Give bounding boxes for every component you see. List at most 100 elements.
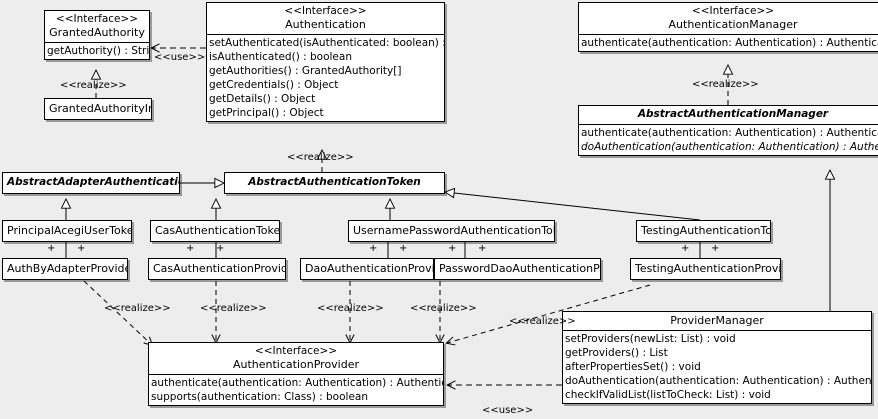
class-name: CasAuthenticationToken [155,224,280,237]
multiplicity-marker: + [448,243,457,254]
edge-label-realize-grantedauthorityimpl: <<realize>> [60,80,127,91]
class-member: authenticate(authentication: Authenticat… [151,377,444,389]
class-member: getDetails() : Object [209,93,316,105]
class-header: TestingAuthenticationProvider [631,259,780,279]
edge-label-realize-testingauthenticationprovider: <<realize>> [509,316,576,327]
class-testing-authentication-provider[interactable]: TestingAuthenticationProvider [630,258,781,280]
multiplicity-marker: + [216,243,225,254]
class-name: AbstractAuthenticationToken [248,176,421,188]
multiplicity-marker: + [478,243,487,254]
edge-label-realize-abstractauthenticationmanager: <<realize>> [692,79,759,90]
class-member: afterPropertiesSet() : void [565,361,701,373]
class-principal-acegi-user-token[interactable]: PrincipalAcegiUserToken [2,220,132,242]
class-authentication-manager[interactable]: <<Interface>> AuthenticationManager auth… [578,2,878,52]
class-name: CasAuthenticationProvider [153,262,286,275]
class-password-dao-authentication-provider[interactable]: PasswordDaoAuthenticationProvider [434,258,601,280]
class-header: AuthByAdapterProvider [3,259,127,279]
class-authentication-provider[interactable]: <<Interface>> AuthenticationProvider aut… [148,342,444,406]
class-member: getAuthority() : String [47,45,150,57]
class-testing-authentication-token[interactable]: TestingAuthenticationToken [636,220,771,242]
class-header: ProviderManager [563,312,871,330]
class-header: CasAuthenticationProvider [149,259,285,279]
edge-label-use-providermanager: <<use>> [482,405,534,416]
class-abstract-authentication-token[interactable]: AbstractAuthenticationToken [224,172,445,194]
class-member: authenticate(authentication: Authenticat… [581,127,878,139]
class-provider-manager[interactable]: ProviderManager setProviders(newList: Li… [562,311,872,404]
class-granted-authority[interactable]: <<Interface>> GrantedAuthority getAuthor… [44,10,150,60]
class-name: PrincipalAcegiUserToken [7,224,132,237]
edge-label-use-grantedauthority: <<use>> [154,52,206,63]
class-username-password-authentication-token[interactable]: UsernamePasswordAuthenticationToken [348,220,555,242]
class-header: <<Interface>> GrantedAuthority [45,11,149,42]
class-authentication[interactable]: <<Interface>> Authentication setAuthenti… [206,2,445,122]
class-members: setAuthenticated(isAuthenticated: boolea… [207,34,444,121]
class-header: DaoAuthenticationProvider [301,259,433,279]
multiplicity-marker: + [47,243,56,254]
class-member: getPrincipal() : Object [209,107,324,119]
class-name: Authentication [285,18,366,31]
class-header: PrincipalAcegiUserToken [3,221,131,241]
class-member: setProviders(newList: List) : void [565,333,736,345]
class-name: AbstractAdapterAuthenticationToken [7,176,179,188]
class-header: GrantedAuthorityImpl [45,99,151,119]
class-members: authenticate(authentication: Authenticat… [149,374,443,405]
class-header: AbstractAuthenticationManager [579,106,878,124]
class-name: TestingAuthenticationToken [641,224,770,237]
edge-generalize-testingauthenticationtoken [445,192,701,221]
class-name: GrantedAuthorityImpl [49,102,151,115]
class-header: AbstractAdapterAuthenticationToken [3,173,179,193]
class-name: ProviderManager [670,314,764,327]
edge-label-realize-abstractauthenticationtoken: <<realize>> [287,152,354,163]
class-name: AbstractAuthenticationManager [637,108,829,120]
class-name: UsernamePasswordAuthenticationToken [353,224,555,237]
stereotype-label: <<Interface>> [55,13,139,25]
edge-label-realize-daoauthenticationprovider: <<realize>> [317,303,384,314]
multiplicity-marker: + [399,243,408,254]
edge-label-realize-passworddaoauthenticationprovider: <<realize>> [410,303,477,314]
multiplicity-marker: + [681,243,690,254]
class-member: checkIfValidList(listToCheck: List) : vo… [565,389,771,401]
stereotype-label: <<Interface>> [254,345,338,357]
stereotype-label: <<Interface>> [691,5,775,17]
class-name: PasswordDaoAuthenticationProvider [439,262,600,275]
class-members: authenticate(authentication: Authenticat… [579,34,878,51]
multiplicity-marker: + [369,243,378,254]
class-member: setAuthenticated(isAuthenticated: boolea… [209,37,444,49]
class-abstract-authentication-manager[interactable]: AbstractAuthenticationManager authentica… [578,105,878,156]
class-name: AuthenticationProvider [232,358,360,371]
class-member: authenticate(authentication: Authenticat… [581,37,878,49]
edge-label-realize-authbyadapterprovider: <<realize>> [104,303,171,314]
class-member: getAuthorities() : GrantedAuthority[] [209,65,402,77]
class-abstract-adapter-authentication-token[interactable]: AbstractAdapterAuthenticationToken [2,172,180,194]
class-name: AuthByAdapterProvider [7,262,128,275]
class-header: UsernamePasswordAuthenticationToken [349,221,554,241]
stereotype-label: <<Interface>> [284,5,367,17]
class-header: <<Interface>> Authentication [207,3,444,34]
class-header: CasAuthenticationToken [151,221,279,241]
class-members: setProviders(newList: List) : void getPr… [563,330,871,403]
class-member: isAuthenticated() : boolean [209,51,352,63]
class-name: AuthenticationManager [668,18,798,31]
edge-label-realize-casauthenticationprovider: <<realize>> [200,303,267,314]
class-member: doAuthentication(authentication: Authent… [565,375,872,387]
class-name: TestingAuthenticationProvider [635,262,780,275]
class-granted-authority-impl[interactable]: GrantedAuthorityImpl [44,98,152,120]
multiplicity-marker: + [77,243,86,254]
class-name: DaoAuthenticationProvider [305,262,433,275]
class-cas-authentication-provider[interactable]: CasAuthenticationProvider [148,258,286,280]
multiplicity-marker: + [711,243,720,254]
class-name: GrantedAuthority [49,26,145,39]
class-header: TestingAuthenticationToken [637,221,770,241]
class-dao-authentication-provider[interactable]: DaoAuthenticationProvider [300,258,434,280]
class-member: getCredentials() : Object [209,79,339,91]
class-header: PasswordDaoAuthenticationProvider [435,259,600,279]
class-member: doAuthentication(authentication: Authent… [581,141,878,153]
class-members: authenticate(authentication: Authenticat… [579,124,878,155]
class-auth-by-adapter-provider[interactable]: AuthByAdapterProvider [2,258,128,280]
class-member: getProviders() : List [565,347,668,359]
multiplicity-marker: + [186,243,195,254]
class-cas-authentication-token[interactable]: CasAuthenticationToken [150,220,280,242]
class-members: getAuthority() : String [45,42,149,59]
class-member: supports(authentication: Class) : boolea… [151,391,368,403]
